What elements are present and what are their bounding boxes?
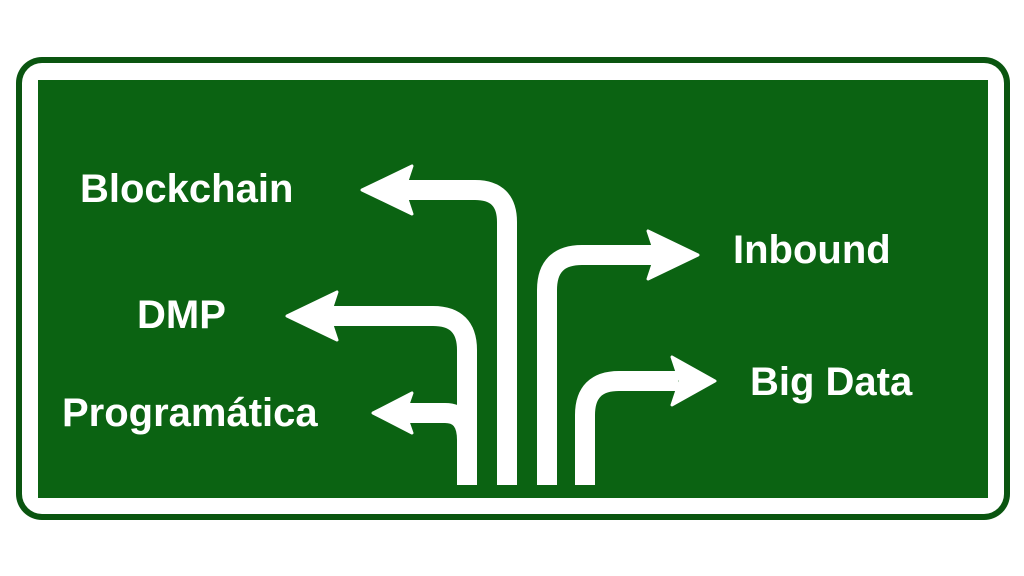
arrow-left-icon bbox=[371, 391, 477, 441]
arrow-left-icon bbox=[285, 290, 477, 485]
destination-label-inbound: Inbound bbox=[733, 228, 891, 272]
destination-label-programatica: Programática bbox=[62, 391, 318, 435]
arrow-left-icon bbox=[360, 164, 517, 485]
destination-label-dmp: DMP bbox=[137, 293, 226, 337]
arrow-right-icon bbox=[575, 355, 717, 485]
destination-label-blockchain: Blockchain bbox=[80, 167, 293, 211]
arrow-right-icon bbox=[537, 229, 700, 485]
destination-label-big-data: Big Data bbox=[750, 360, 913, 404]
